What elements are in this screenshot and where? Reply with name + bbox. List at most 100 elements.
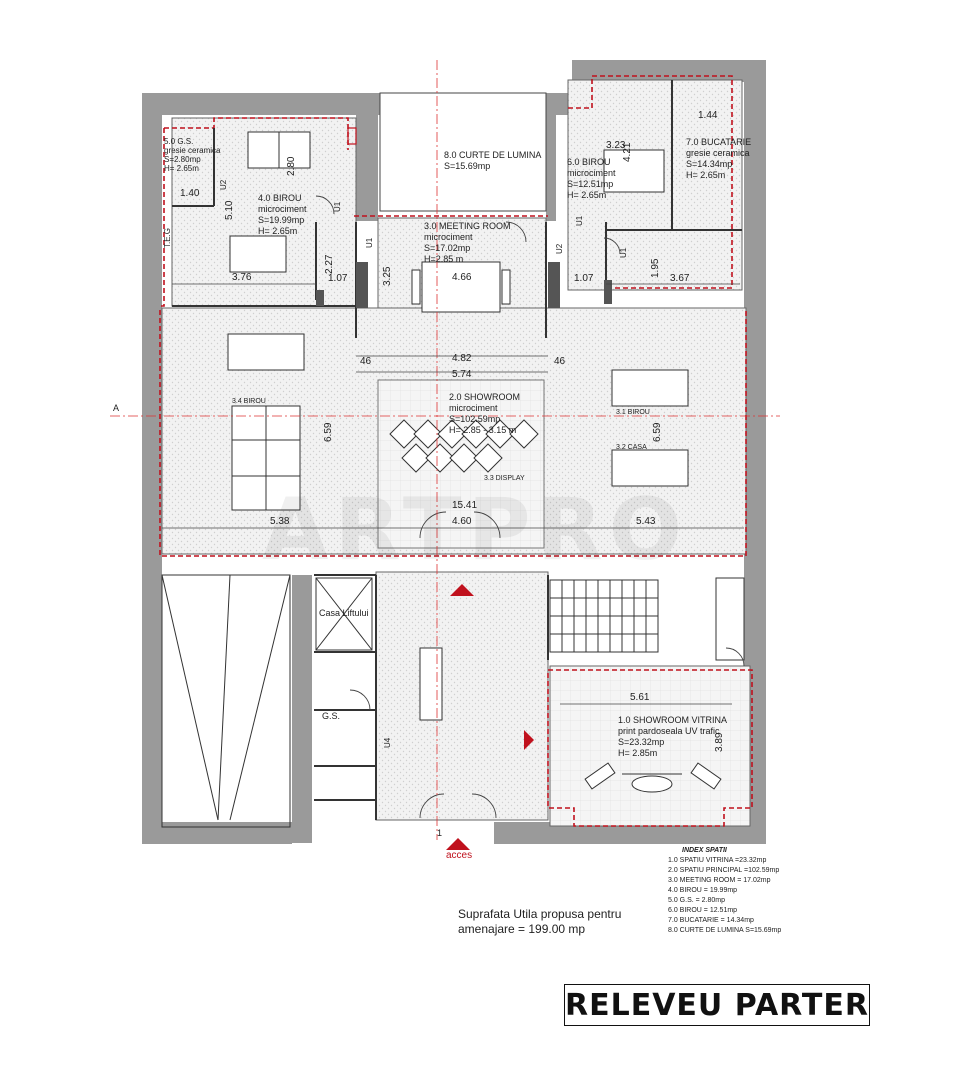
birou6-name: 6.0 BIROU [567,157,611,167]
dim-46b: 46 [554,356,566,367]
index-item: 2.0 SPATIU PRINCIPAL =102.59mp [668,867,780,874]
dim-510: 5.10 [224,200,235,220]
vitrina-items [584,762,722,793]
axis-a-label: A [113,403,119,413]
birou6-area: S=12.51mp [567,179,613,189]
dim-1541: 15.41 [452,500,477,511]
index-item: 4.0 BIROU = 19.99mp [668,887,738,894]
birou6-finish: microciment [567,168,616,178]
staircase [549,579,659,653]
casa32-label: 3.2 CASA [616,444,647,451]
dim-543: 5.43 [636,516,656,527]
entrance-markers [446,584,534,850]
door-u2-right: U2 [555,243,564,254]
vitrina-name: 1.0 SHOWROOM VITRINA [618,715,727,725]
dark-columns [316,262,612,308]
summary-line-1: Suprafata Utila propusa pentru [458,907,622,921]
dim-107b: 1.07 [574,273,594,284]
red-marker [347,127,357,145]
index-item: 3.0 MEETING ROOM = 17.02mp [668,877,771,884]
bucatarie-height: H= 2.65m [686,170,725,180]
dim-389: 3.89 [714,732,725,752]
dim-421: 4.21 [622,142,633,162]
dimension-lines [162,283,744,705]
meeting-height: H=2.85 m [424,254,463,264]
dim-367: 3.67 [670,273,690,284]
showroom-height: H= 2.85 - 3.15 m [449,425,516,435]
showroom-name: 2.0 SHOWROOM [449,392,520,402]
dim-280: 2.80 [286,156,297,176]
garage-outline [161,574,745,828]
meeting-area: S=17.02mp [424,243,470,253]
gs5-finish: gresie ceramica [164,146,221,155]
display-diamonds [389,419,539,473]
office-desks [227,131,689,721]
bucatarie-name: 7.0 BUCATARIE [686,137,751,147]
bucatarie-finish: gresie ceramica [686,148,750,158]
drawing-title: RELEVEU PARTER [564,984,870,1026]
meeting-finish: microciment [424,232,473,242]
vitrina-height: H= 2.85m [618,748,657,758]
curte-area: S=15.69mp [444,161,490,171]
birou4-finish: microciment [258,204,307,214]
dim-482: 4.82 [452,353,472,364]
door-u1-b: U1 [365,237,374,248]
meeting-name: 3.0 MEETING ROOM [424,221,511,231]
birou34-label: 3.4 BIROU [232,398,266,405]
door-u1-d: U1 [619,247,628,258]
curte-name: 8.0 CURTE DE LUMINA [444,150,541,160]
meeting-table [411,261,511,313]
dim-659a: 6.59 [323,422,334,442]
showroom-finish: microciment [449,403,498,413]
display33-label: 3.3 DISPLAY [484,475,525,482]
gs5-area: S=2.80mp [164,155,201,164]
dim-538: 5.38 [270,516,290,527]
dim-460: 4.60 [452,516,472,527]
room-labels: 8.0 CURTE DE LUMINA S=15.69mp 3.0 MEETIN… [164,137,751,758]
birou4-name: 4.0 BIROU [258,193,302,203]
dim-107a: 1.07 [328,273,348,284]
summary-line-2: amenajare = 199.00 mp [458,922,586,936]
index-item: 8.0 CURTE DE LUMINA S=15.69mp [668,927,782,934]
area-summary: Suprafata Utila propusa pentru amenajare… [458,907,621,937]
dim-659b: 6.59 [652,422,663,442]
casa-liftului-label: Casa Liftului [319,608,369,618]
door-u4: U4 [383,737,392,748]
misc-labels: 3.4 BIROU 3.1 BIROU 3.2 CASA 3.3 DISPLAY… [113,179,650,861]
dim-325: 3.25 [382,266,393,286]
index-item: 7.0 BUCATARIE = 14.34mp [668,917,754,924]
vitrina-area: S=23.32mp [618,737,664,747]
space-index: INDEX SPATII 1.0 SPATIU VITRINA =23.32mp… [668,846,781,936]
dimension-labels: 2.80 5.10 1.40 3.76 2.27 1.07 3.25 4.66 … [180,110,725,752]
teg-label: T.E.G [163,228,172,248]
door-u1-a: U1 [333,201,342,212]
dim-195: 1.95 [650,258,661,278]
birou4-height: H= 2.65m [258,226,297,236]
watermark: ARTPRO [262,480,688,580]
dim-574: 5.74 [452,369,472,380]
axis-lines [110,60,780,840]
exterior-walls [142,60,766,844]
index-header: INDEX SPATII [682,847,727,854]
birou6-height: H= 2.65m [567,190,606,200]
birou4-area: S=19.99mp [258,215,304,225]
gs5-height: H= 2.65m [164,164,199,173]
vitrina-finish: print pardoseala UV trafic [618,726,720,736]
gs5-name: 5.0 G.S. [164,137,193,146]
gs-label: G.S. [322,711,340,721]
drawing-title-text: RELEVEU PARTER [565,987,869,1023]
dim-227: 2.27 [324,254,335,274]
dim-466: 4.66 [452,272,472,283]
dim-561: 5.61 [630,692,650,703]
dim-144: 1.44 [698,110,718,121]
showroom-area: S=102.59mp [449,414,500,424]
door-u1-c: U1 [575,215,584,226]
index-item: 1.0 SPATIU VITRINA =23.32mp [668,857,767,864]
index-item: 5.0 G.S. = 2.80mp [668,897,726,904]
birou31-label: 3.1 BIROU [616,409,650,416]
dim-140: 1.40 [180,188,200,199]
dim-376: 3.76 [232,272,252,283]
acces-label: acces [446,850,472,861]
door-swings [315,195,745,819]
